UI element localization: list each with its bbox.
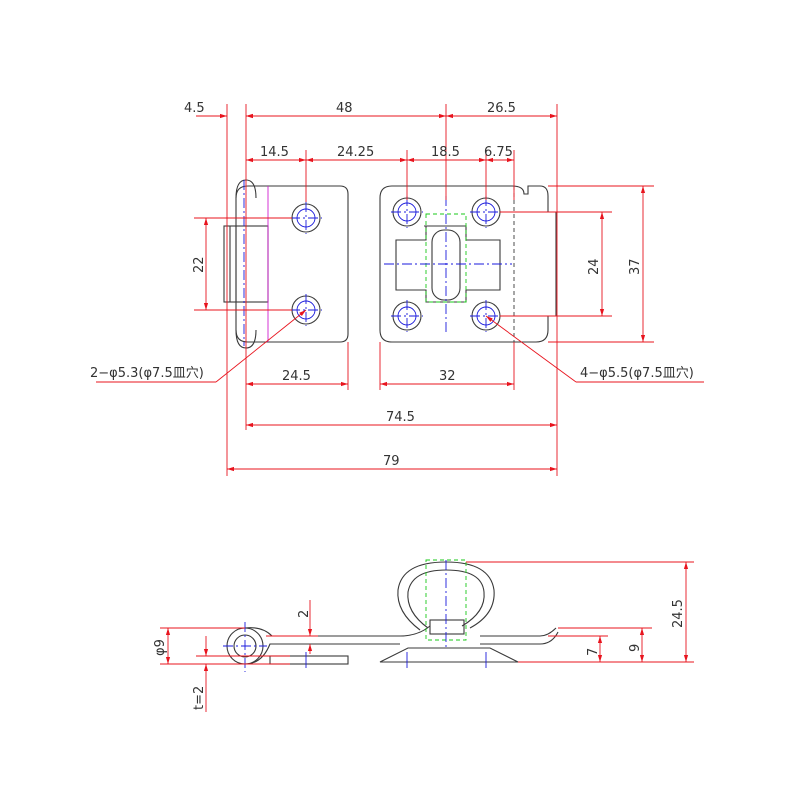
dim-label: 7 <box>586 648 601 656</box>
left-holes-callout: 2−φ5.3(φ7.5皿穴) <box>90 366 204 381</box>
left-plate-side <box>269 655 349 665</box>
right-holes-callout: 4−φ5.5(φ7.5皿穴) <box>580 366 694 381</box>
staple-base <box>379 647 519 663</box>
countersunk-hole <box>470 196 502 228</box>
dim-label: 79 <box>383 454 400 469</box>
dim-label: 37 <box>628 258 643 275</box>
dim-label: 24.5 <box>282 369 311 384</box>
side-view-dimensions: 2 φ9 t=2 24.5 7 9 <box>153 561 694 712</box>
dim-label: 14.5 <box>260 145 289 160</box>
dim-label: 26.5 <box>487 101 516 116</box>
side-view <box>223 559 559 672</box>
dim-label: 32 <box>439 369 456 384</box>
top-view-dimensions: 4.5 48 26.5 14.5 24.25 18.5 6.75 22 24 3… <box>90 101 704 476</box>
dim-label: 24 <box>587 258 602 275</box>
dim-label: 18.5 <box>431 145 460 160</box>
dim-label: 24.25 <box>337 145 374 160</box>
right-plate-outline <box>379 185 557 343</box>
dim-label: 24.5 <box>671 599 686 628</box>
countersunk-hole <box>290 202 322 234</box>
countersunk-hole <box>391 196 423 228</box>
dim-label: φ9 <box>153 639 168 656</box>
hasp-strip <box>244 625 431 665</box>
dim-label: 22 <box>192 256 207 273</box>
dim-label: 9 <box>628 644 643 652</box>
dim-label: 74.5 <box>386 410 415 425</box>
staple-hidden <box>425 213 467 303</box>
countersunk-hole <box>391 300 423 332</box>
top-view <box>223 179 557 349</box>
dim-label: 6.75 <box>484 145 513 160</box>
dim-label: 2 <box>297 610 312 618</box>
dim-label: t=2 <box>192 686 207 710</box>
dim-label: 48 <box>336 101 353 116</box>
dim-label: 4.5 <box>184 101 205 116</box>
left-plate-outline <box>235 185 349 343</box>
